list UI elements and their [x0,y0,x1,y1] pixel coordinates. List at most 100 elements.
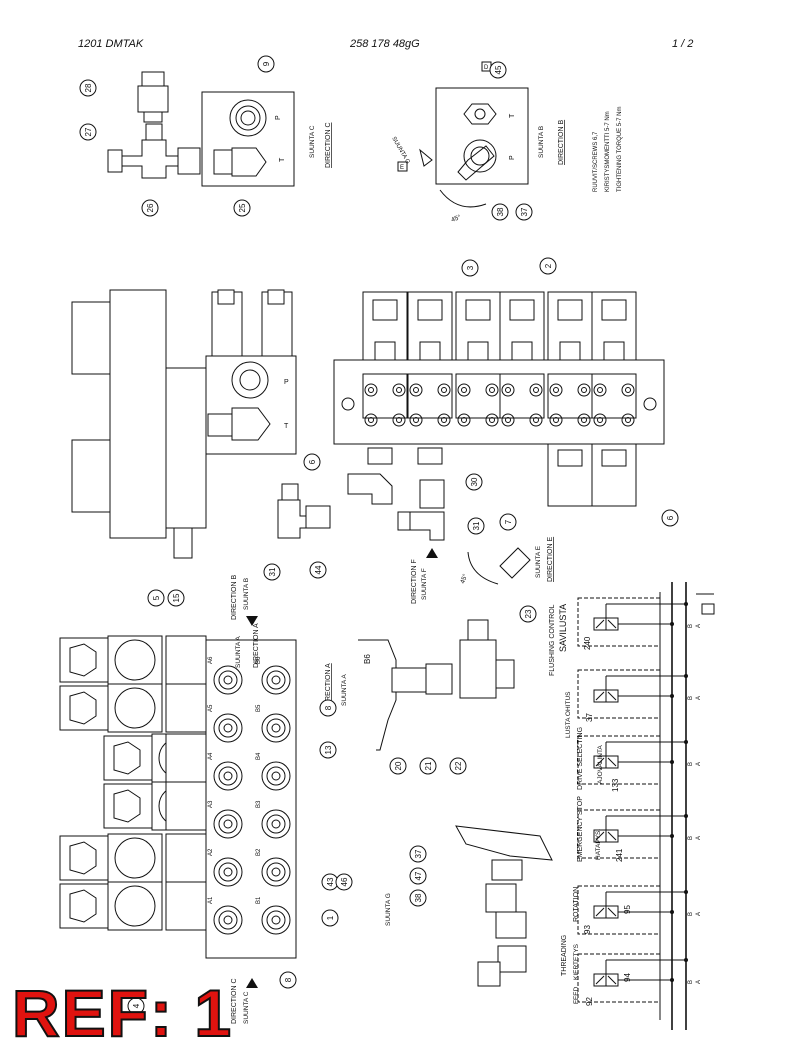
direction-a-right: DIRECTION A [325,663,332,708]
port-label: B2 [256,848,262,856]
fitting-suunta-g-assembly [455,825,553,987]
item-balloon [489,61,507,79]
svg-text:A: A [696,762,702,766]
item-balloon-number: 15 [172,593,181,602]
item-balloon-number: 31 [472,521,481,530]
item-balloon [539,257,557,275]
box-d-label: D [484,65,489,71]
valve-block-direction-c: P T [201,91,295,187]
item-balloon-number: 22 [454,761,463,770]
manifold-front-view [205,639,297,959]
direction-b-top: DIRECTION B [558,120,565,165]
svg-text:B: B [688,696,694,700]
schematic-item-number: 133 [611,778,620,792]
hatapys-label: HATAPYS. [595,829,602,860]
arrow-suunta-g [419,148,433,167]
port-label: A1 [208,896,214,904]
bank-section [407,291,453,427]
item-balloon [461,259,479,277]
item-balloon-number: 47 [414,871,423,880]
item-balloon [449,757,467,775]
item-balloon [319,741,337,759]
item-balloon [147,589,165,607]
item-balloon [335,873,353,891]
b6-label: B6 [363,654,372,664]
item-balloon-number: 31 [268,567,277,576]
port-label: B4 [256,752,262,760]
item-balloon-number: 43 [326,877,335,886]
item-balloon [519,605,537,623]
item-balloon-number: 4 [132,1003,141,1008]
port-p-b: P [509,155,516,160]
schematic-item-number: 94 [623,973,632,982]
bank-section [499,291,545,427]
port-label: A3 [208,800,214,808]
solenoid-coil [103,733,207,783]
port-row: A6 B6 [208,656,291,695]
threading-label: THREADING [561,935,568,976]
valve-block-direction-b: T P [435,87,529,185]
port-label: A6 [208,656,214,664]
suunta-f: SUUNTA F [421,568,428,600]
suunta-c-bottom: SUUNTA C [243,991,250,1024]
port-label: B6 [256,656,262,664]
direction-c-bottom: DIRECTION C [231,979,238,1025]
savilusta-label: SAVILUSTA [558,604,568,652]
direction-f: DIRECTION F [411,559,418,604]
valve-bank-top-view [333,359,665,445]
svg-text:A: A [696,836,702,840]
schematic-item-number: 95 [623,905,632,914]
suunta-c-top: SUUNTA C [309,125,316,158]
suunta-g-top: SUUNTA G [390,136,410,165]
item-balloon [467,517,485,535]
item-balloon [79,123,97,141]
fitting-direction-e: 45° [458,547,531,585]
svg-text:A: A [696,912,702,916]
header-right: 1 / 2 [672,38,694,50]
suunta-b-top: SUUNTA B [538,126,545,158]
svg-text:B: B [688,836,694,840]
item-balloon [499,513,517,531]
header-left: 1201 DMTAK [78,38,144,50]
item-balloon-number: 6 [308,459,317,464]
item-balloon-number: 38 [496,207,505,216]
item-balloon [279,971,297,989]
item-balloon [515,203,533,221]
item-balloon [257,55,275,73]
item-balloon-number: 26 [146,203,155,212]
side-p-label: P [284,379,289,386]
suunta-e: SUUNTA E [535,545,542,578]
port-label: B1 [256,896,262,904]
item-balloon-number: 8 [324,705,333,710]
emergency-label: EMERGENCY STOP [577,796,584,862]
drive-label: DRIVE SELECTING [577,727,584,790]
item-balloon [409,845,427,863]
angle-label-e: 45° [458,572,469,584]
screws-note-3: TIGHTENING TORQUE 5-7 Nm [617,107,623,192]
svg-text:A: A [696,624,702,628]
angle-arc-b [439,189,487,208]
ref-label: REF: 1 [11,976,234,1050]
item-balloon-number: 23 [524,609,533,618]
schematic-item-number: 37 [585,713,594,722]
suunta-g-bottom: SUUNTA G [385,893,392,926]
item-balloon-number: 21 [424,761,433,770]
item-balloon-number: 44 [314,565,323,574]
suunta-b-mid: SUUNTA B [243,578,250,610]
item-balloon [167,589,185,607]
arrow-b [246,616,258,626]
item-balloon-number: 30 [470,477,479,486]
direction-b-mid: DIRECTION B [231,575,238,620]
item-balloon [409,867,427,885]
svg-text:A: A [696,980,702,984]
item-balloon-number: 37 [414,849,423,858]
item-balloon-number: 46 [340,877,349,886]
item-balloon-number: 2 [544,263,553,268]
feed-label: FEED [573,986,580,1004]
